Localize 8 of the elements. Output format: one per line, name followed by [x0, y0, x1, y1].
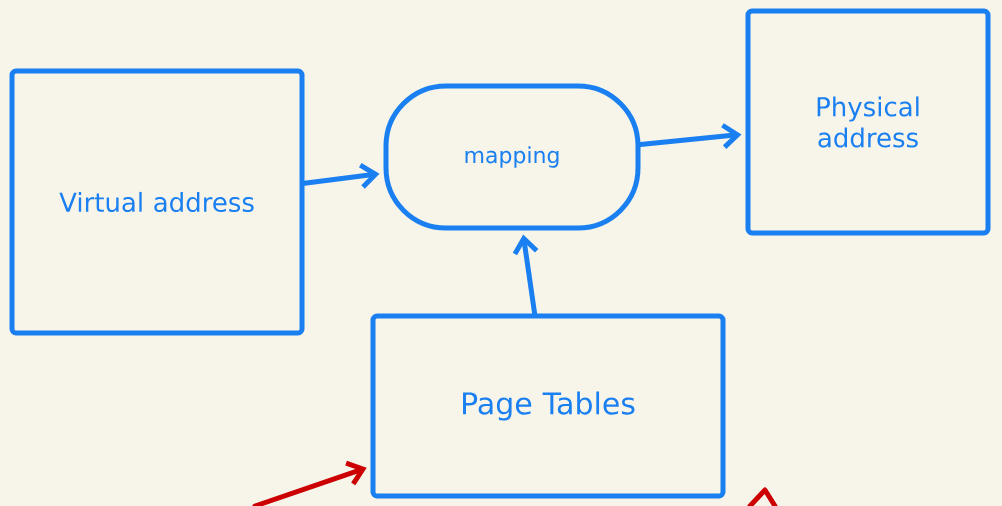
process-box: Page Tables — [370, 313, 726, 499]
process-box: Physical address — [745, 8, 991, 236]
process-rounded-box: mapping — [383, 83, 641, 231]
arrow — [252, 460, 367, 506]
arrow — [302, 162, 380, 189]
arrow — [512, 234, 539, 316]
process-box: Virtual address — [9, 68, 305, 336]
arrow — [638, 123, 742, 149]
